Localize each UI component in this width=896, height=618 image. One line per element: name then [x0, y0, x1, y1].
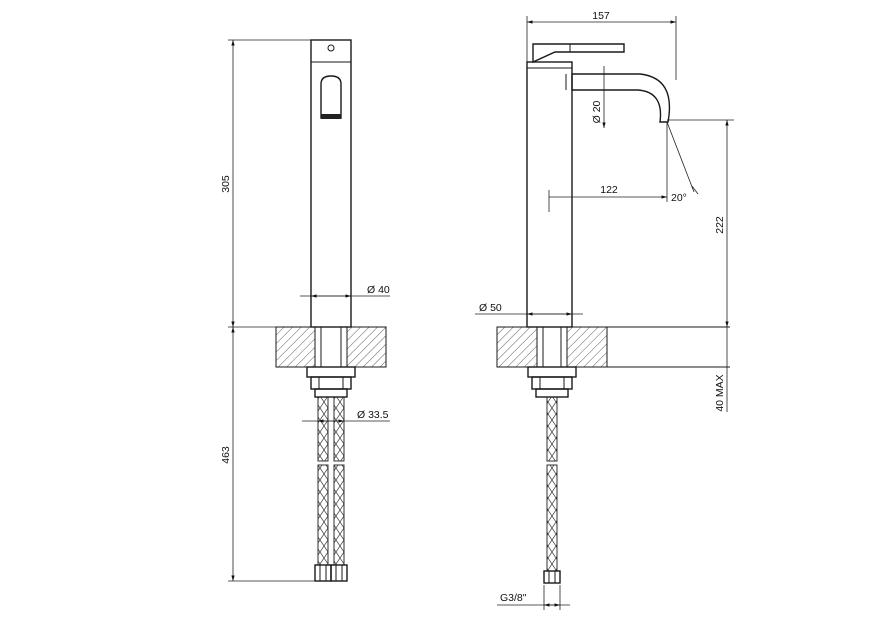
- side-dim-thread: G3/8": [500, 592, 527, 604]
- side-dim-122: 122: [600, 184, 618, 196]
- side-dim-diam-20: Ø 20: [591, 100, 603, 123]
- side-counter-left: [496, 326, 538, 368]
- front-handle-dot: [327, 44, 335, 52]
- front-spout-outlet: [320, 75, 342, 119]
- side-hose-end: [543, 570, 561, 584]
- front-counter-left: [275, 326, 316, 368]
- front-faucet-body: [310, 39, 352, 328]
- front-hose-left: [317, 396, 329, 462]
- front-dim-diam-40: Ø 40: [367, 284, 390, 296]
- side-dim-157: 157: [592, 10, 610, 22]
- side-dim-angle-20: 20°: [671, 192, 687, 204]
- front-view: 305 463 Ø 40 Ø 33.5: [220, 39, 390, 582]
- front-counter-right: [346, 326, 387, 368]
- front-dim-diam-33-5: Ø 33.5: [357, 409, 389, 421]
- side-faucet-body: [526, 61, 573, 328]
- side-lever: [532, 43, 625, 64]
- front-fixing-nut: [306, 366, 356, 378]
- side-dim-diam-50: Ø 50: [479, 302, 502, 314]
- side-hose: [546, 396, 558, 462]
- front-hose-right: [333, 396, 345, 462]
- front-hose-end-right: [330, 564, 348, 582]
- side-dim-40-max: 40 MAX: [714, 374, 726, 411]
- side-counter-right: [566, 326, 608, 368]
- front-hose-end-left: [314, 564, 332, 582]
- side-spout: [571, 73, 671, 123]
- front-dim-305: 305: [220, 175, 232, 193]
- side-view: 157 Ø 20 122 20° 222 40 MAX Ø 50 G3/8": [475, 10, 734, 610]
- side-fixing-nut: [527, 366, 577, 378]
- side-dim-222: 222: [714, 216, 726, 234]
- front-dim-463: 463: [220, 446, 232, 464]
